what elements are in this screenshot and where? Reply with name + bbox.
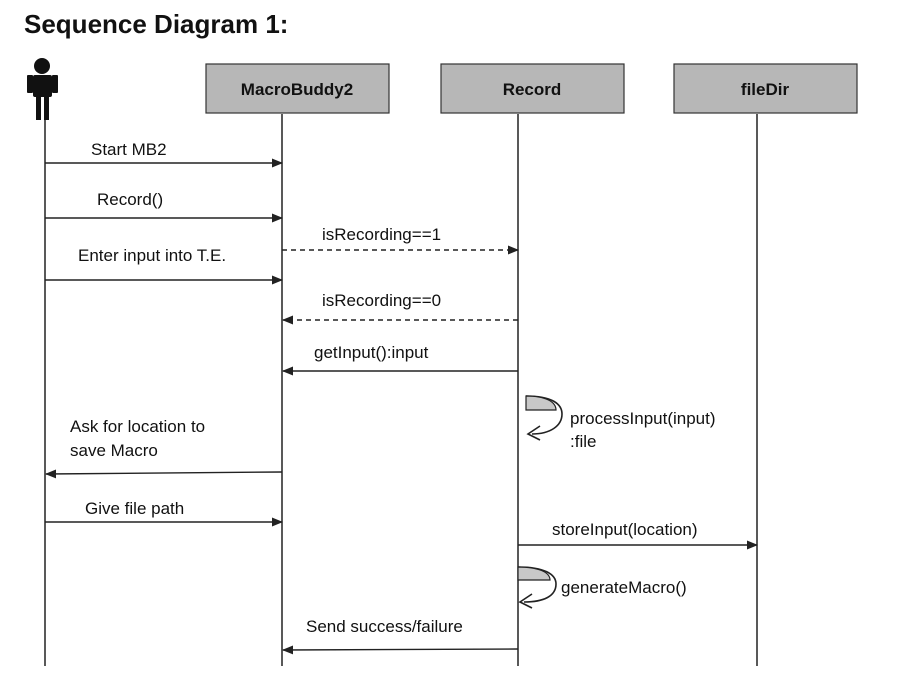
participant-filedir: fileDir [673,63,858,114]
message-label: getInput():input [314,343,429,362]
participant-label: fileDir [741,80,790,99]
message-enter-input: Enter input into T.E. [45,246,284,285]
message-label: Give file path [85,499,184,518]
message-label: Send success/failure [306,617,463,636]
message-label: Ask for location to [70,417,205,436]
participant-record: Record [440,63,625,114]
message-is-recording-0: isRecording==0 [281,291,518,325]
message-store-input: storeInput(location) [518,520,759,550]
message-label: isRecording==1 [322,225,441,244]
message-get-input: getInput():input [281,343,518,376]
self-call-loop-icon [525,395,563,441]
message-label: processInput(input) [570,409,716,428]
self-call-loop-icon [517,566,557,609]
stick-figure-icon [27,58,58,120]
message-ask-location: Ask for location to save Macro [44,417,283,479]
participant-box [205,63,390,114]
message-label: isRecording==0 [322,291,441,310]
participant-macrobuddy2: MacroBuddy2 [205,63,390,114]
participant-label: Record [503,80,562,99]
message-process-input: processInput(input) :file [525,395,716,451]
message-send-result: Send success/failure [281,617,519,655]
participant-box [440,63,625,114]
message-label: Start MB2 [91,140,167,159]
message-arrow [281,645,519,655]
message-label: storeInput(location) [552,520,698,539]
participant-label: MacroBuddy2 [241,80,353,99]
message-is-recording-1: isRecording==1 [282,225,520,255]
message-start-mb2: Start MB2 [45,140,284,168]
message-arrow [44,469,283,479]
message-give-file-path: Give file path [45,499,284,527]
message-label-line2: :file [570,432,596,451]
participant-box [673,63,858,114]
message-record-call: Record() [45,190,284,223]
message-label-line2: save Macro [70,441,158,460]
message-label: Enter input into T.E. [78,246,226,265]
message-generate-macro: generateMacro() [517,566,687,609]
message-label: generateMacro() [561,578,687,597]
diagram-title: Sequence Diagram 1: [24,9,289,39]
message-label: Record() [97,190,163,209]
